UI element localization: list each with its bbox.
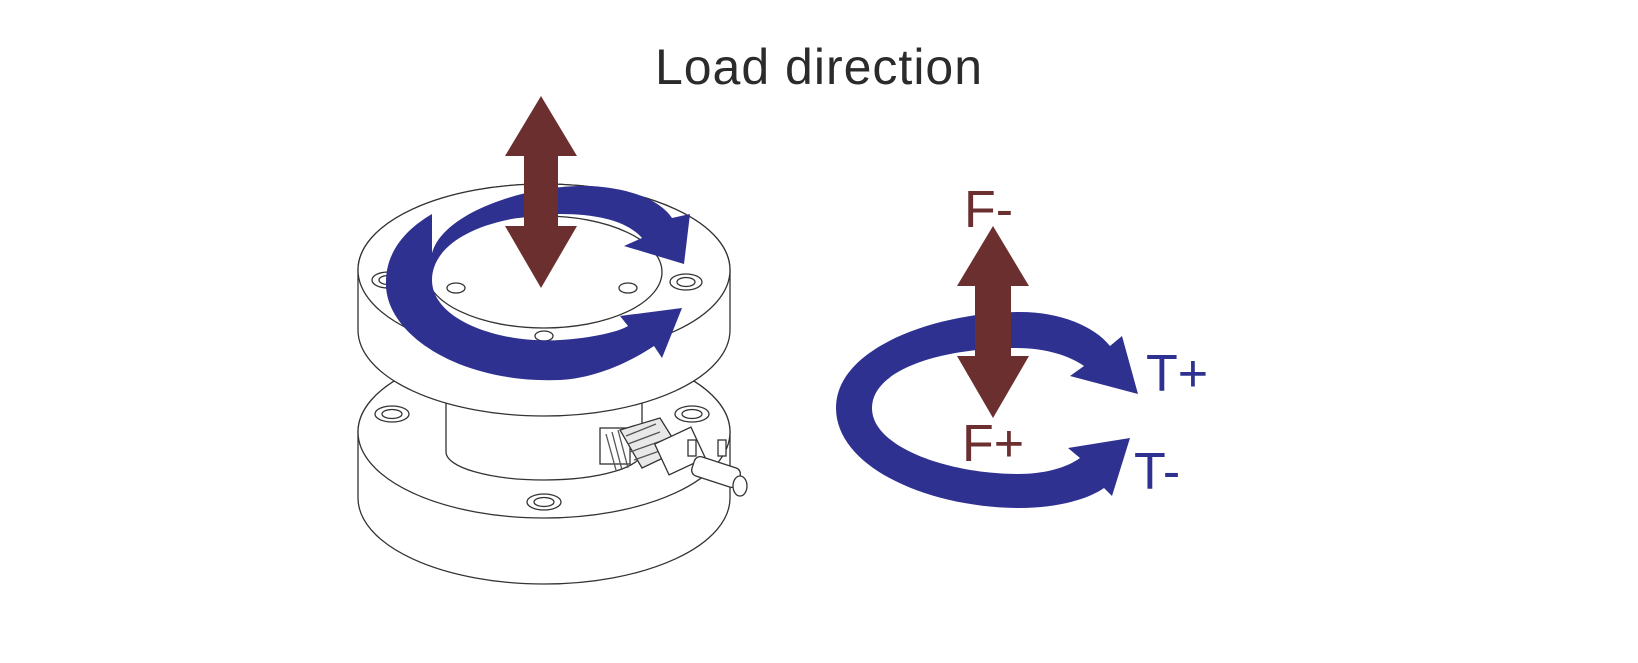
bottom-hole-left-inner (381, 408, 403, 420)
sensor-torque-arrow (385, 185, 690, 381)
top-small-hole-3 (534, 330, 554, 342)
bottom-hole-right-inner (681, 408, 703, 420)
diagram-title: Load direction (654, 39, 984, 95)
legend-force-arrow (957, 226, 1029, 418)
legend-torque-arrow (836, 312, 1138, 508)
top-hole-right-inner (676, 276, 696, 288)
center-hub (445, 399, 643, 481)
top-small-hole-2 (618, 282, 638, 294)
label-f-minus: F- (964, 181, 1014, 239)
connector (599, 417, 748, 497)
label-t-plus: T+ (1146, 345, 1209, 403)
label-f-plus: F+ (962, 415, 1025, 473)
sensor-force-arrow (505, 96, 577, 288)
bottom-hole-front-inner (533, 496, 555, 508)
label-t-minus: T- (1134, 443, 1181, 501)
top-small-hole-1 (446, 282, 466, 294)
